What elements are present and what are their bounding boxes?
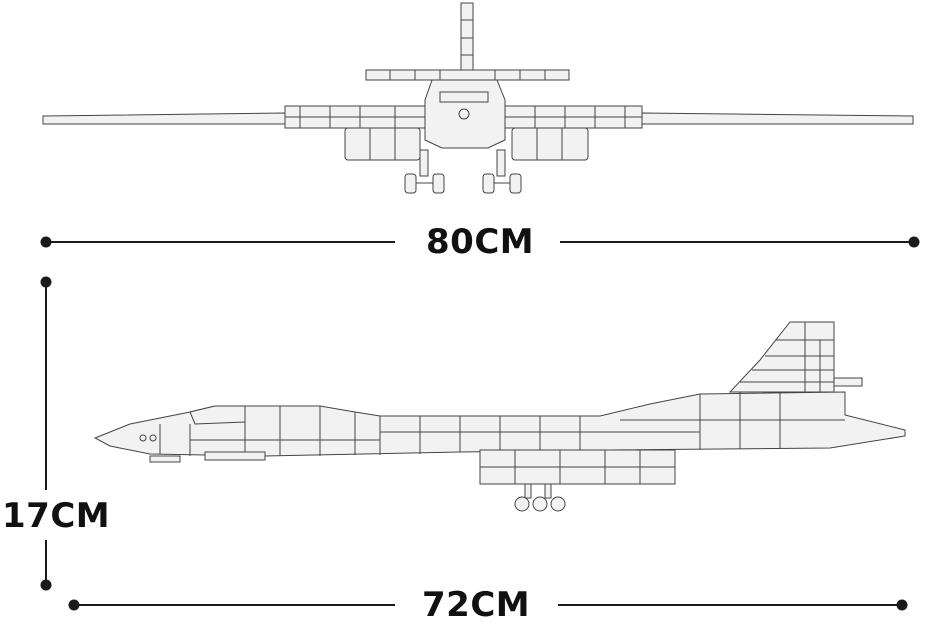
wheel-side-c <box>550 496 566 512</box>
tail-fin-front <box>460 2 474 72</box>
wheel-side-b <box>532 496 548 512</box>
front-view-aircraft <box>42 2 914 194</box>
wheel-front-right-a <box>482 173 495 194</box>
wingspan-left-endpoint <box>40 236 52 248</box>
engine-nacelle-right <box>511 127 589 161</box>
height-top-endpoint <box>40 276 52 288</box>
side-view-aircraft <box>93 321 906 512</box>
height-bottom-endpoint <box>40 579 52 591</box>
wingspan-label: 80CM <box>420 225 541 259</box>
wingspan-dimension-line <box>40 236 920 248</box>
wingspan-right-endpoint <box>908 236 920 248</box>
wing-left-front <box>42 112 286 125</box>
wheel-front-left-a <box>404 173 417 194</box>
wing-right-front <box>641 112 914 125</box>
wheel-side-a <box>514 496 530 512</box>
length-right-endpoint <box>896 599 908 611</box>
horizontal-stabilizer-front <box>365 69 570 81</box>
engine-nacelle-left <box>344 127 421 161</box>
wheel-front-left-b <box>432 173 445 194</box>
wheel-front-right-b <box>509 173 522 194</box>
length-left-endpoint <box>68 599 80 611</box>
length-label: 72CM <box>416 588 537 622</box>
height-label: 17CM <box>2 496 111 536</box>
length-dimension-line <box>68 599 908 611</box>
height-dimension-line <box>40 276 52 591</box>
